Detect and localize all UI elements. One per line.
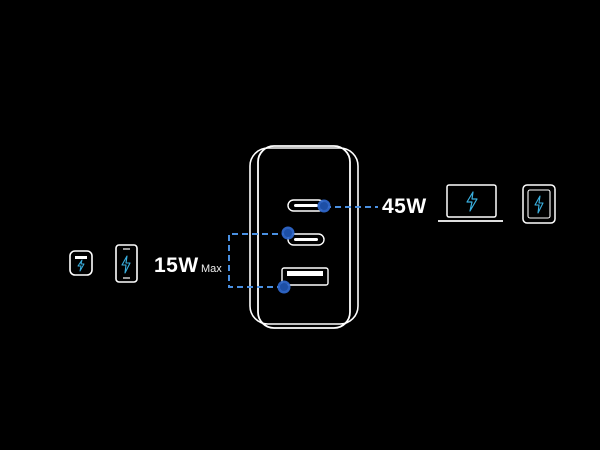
usb-a-port — [281, 267, 329, 286]
connection-line-45w — [317, 199, 378, 213]
laptop-icon — [438, 184, 503, 222]
power-label-max: Max — [201, 263, 222, 275]
connection-bracket-15w — [228, 226, 295, 294]
power-label-45w: 45W — [382, 195, 427, 218]
power-label-15w: 15W — [154, 254, 199, 277]
smartwatch-icon — [69, 250, 93, 276]
charger-icon — [249, 145, 359, 329]
tablet-icon — [522, 184, 556, 224]
phone-icon — [115, 244, 138, 283]
